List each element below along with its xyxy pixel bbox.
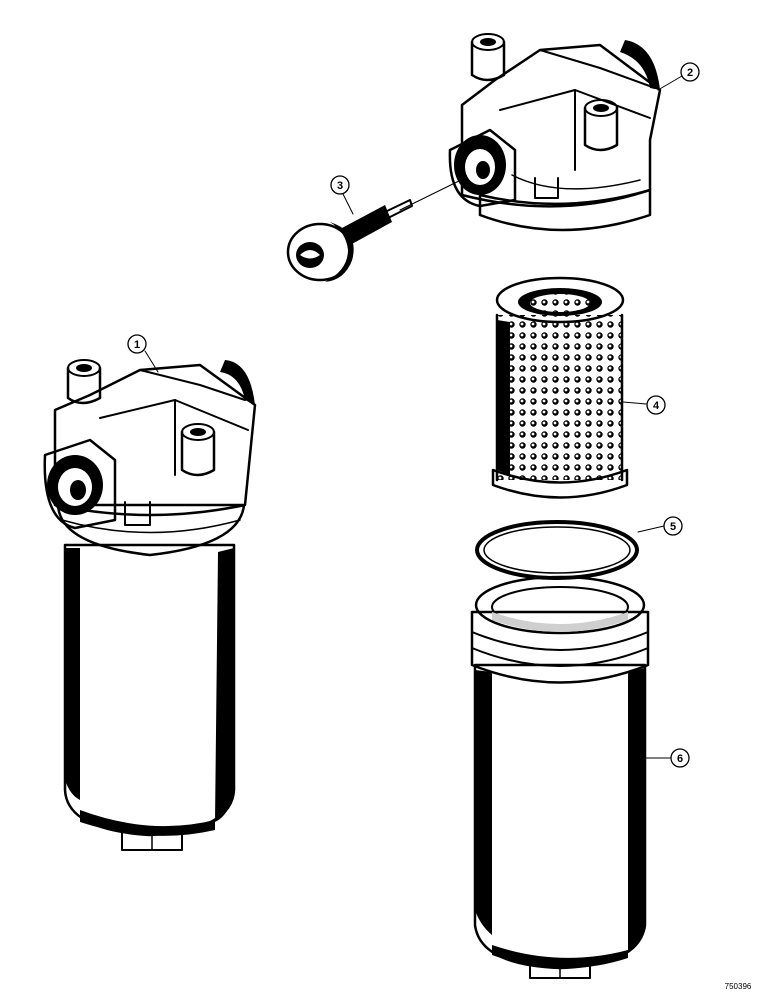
o-ring-seal bbox=[475, 520, 639, 580]
callout-6: 6 bbox=[670, 748, 690, 768]
callout-5: 5 bbox=[663, 516, 683, 536]
callout-4: 4 bbox=[646, 395, 666, 415]
leader-lines bbox=[144, 75, 683, 759]
callout-4-label: 4 bbox=[653, 400, 660, 412]
callout-1-label: 1 bbox=[134, 339, 140, 351]
callout-3: 3 bbox=[330, 175, 350, 195]
assembled-filter bbox=[43, 359, 257, 851]
filter-bowl bbox=[470, 575, 650, 979]
callout-6-label: 6 bbox=[677, 753, 683, 765]
filter-element bbox=[491, 276, 629, 499]
callout-5-label: 5 bbox=[670, 521, 676, 533]
callout-3-label: 3 bbox=[337, 180, 343, 192]
reference-number: 750396 bbox=[725, 982, 752, 991]
callout-2-label: 2 bbox=[687, 67, 693, 79]
relief-valve bbox=[286, 177, 466, 282]
filter-head bbox=[448, 33, 662, 232]
callout-1: 1 bbox=[127, 334, 147, 354]
callout-2: 2 bbox=[680, 62, 700, 82]
